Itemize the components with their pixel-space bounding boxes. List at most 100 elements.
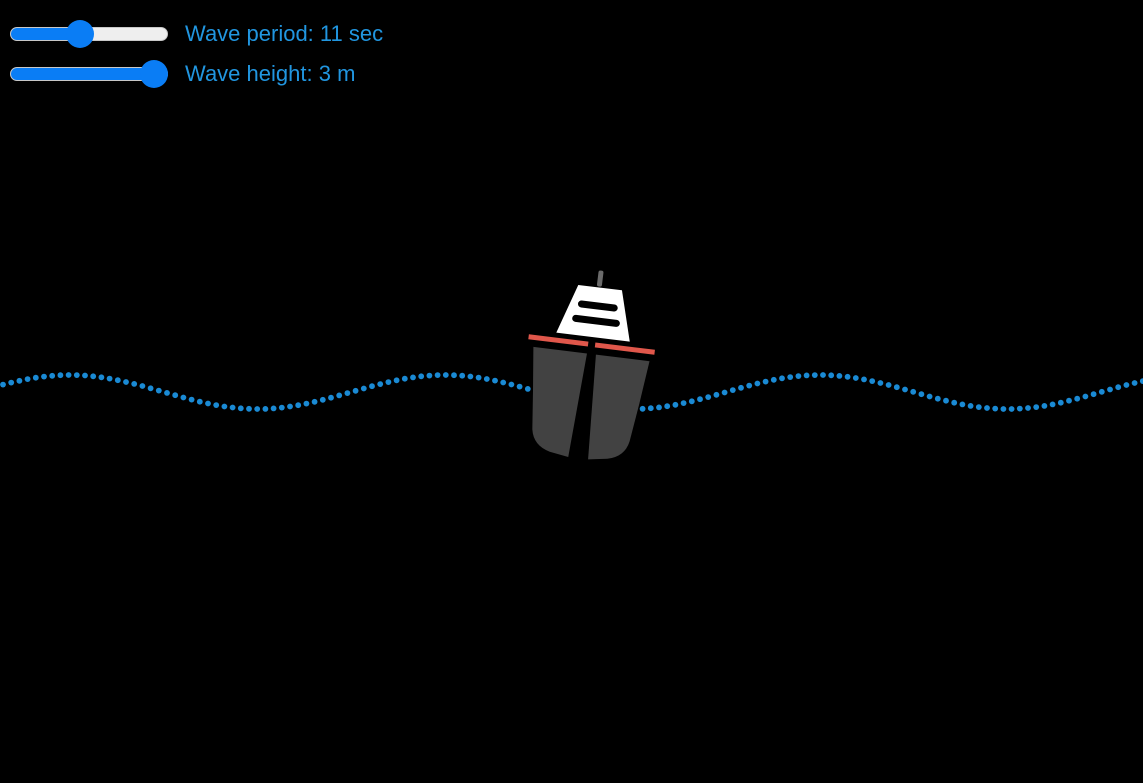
- wave-dot: [393, 377, 400, 384]
- wave-dot: [24, 376, 31, 382]
- wave-dot: [1016, 405, 1023, 412]
- wave-dot: [221, 403, 228, 410]
- wave-dot: [270, 405, 277, 412]
- wave-dot: [1139, 378, 1143, 384]
- wave-dot: [336, 392, 343, 399]
- wave-dot: [984, 405, 990, 411]
- wave-dot: [893, 384, 900, 391]
- slider-thumb[interactable]: [140, 60, 168, 88]
- wave-dot: [1115, 384, 1122, 391]
- wave-dot: [196, 398, 203, 405]
- wave-dot: [434, 372, 441, 378]
- wave-dot: [188, 396, 195, 403]
- wave-dot: [738, 384, 744, 391]
- wave-dot: [705, 394, 712, 400]
- wave-dot: [943, 397, 949, 404]
- wave-dot: [451, 372, 457, 379]
- slider-fill: [11, 28, 81, 40]
- wave-dot: [959, 401, 966, 408]
- wave-period-slider[interactable]: [10, 20, 168, 48]
- slider-thumb[interactable]: [65, 20, 94, 48]
- wave-dot: [820, 372, 826, 378]
- slider-fill: [11, 68, 155, 80]
- wave-dot: [352, 387, 359, 394]
- wave-dot: [1082, 393, 1089, 400]
- wave-dot: [1131, 380, 1138, 386]
- wave-dot: [918, 391, 925, 398]
- wave-dot: [180, 394, 187, 401]
- wave-dot: [295, 402, 302, 409]
- wave-height-slider[interactable]: [10, 60, 168, 88]
- wave-dot: [770, 376, 777, 383]
- wave-dot: [57, 372, 64, 379]
- wave-dot: [877, 380, 884, 386]
- wave-dot: [0, 381, 6, 388]
- wave-dot: [721, 389, 728, 396]
- wave-dot: [869, 378, 876, 384]
- wave-dot: [237, 405, 244, 412]
- wave-dot: [98, 374, 105, 381]
- wave-dot: [213, 402, 220, 408]
- wave-dot: [254, 406, 261, 412]
- hull-right: [588, 354, 650, 460]
- wave-dot: [762, 378, 769, 385]
- wave-dot: [787, 374, 794, 380]
- wave-dot: [1049, 401, 1056, 408]
- wave-dot: [360, 385, 367, 392]
- wave-dot: [65, 372, 72, 378]
- wave-dot: [1066, 397, 1072, 404]
- cabin-window-top: [577, 300, 618, 312]
- wave-dot: [385, 379, 392, 385]
- wave-dot: [934, 395, 941, 402]
- wave-dot: [418, 373, 425, 380]
- wave-period-label: Wave period: 11 sec: [185, 21, 384, 46]
- wave-dot: [885, 382, 892, 388]
- wave-dot: [1074, 395, 1081, 402]
- wave-dot: [967, 403, 974, 409]
- wave-dot: [319, 396, 326, 403]
- slider-track: [10, 67, 168, 81]
- wave-dot: [656, 404, 662, 411]
- wave-dot: [811, 372, 818, 378]
- wave-height-control: Wave height: 3 m: [10, 60, 355, 88]
- wave-dot: [828, 372, 835, 379]
- wave-dot: [516, 383, 523, 390]
- wave-dot: [246, 405, 252, 412]
- wave-dot: [131, 381, 138, 387]
- hull-left: [532, 346, 587, 457]
- wave-dot: [303, 400, 310, 407]
- wave-dot: [106, 375, 113, 382]
- wave-dot: [401, 375, 408, 382]
- wave-period-value: 11: [319, 21, 343, 46]
- wave-dot: [672, 401, 679, 408]
- cabin-window-bottom: [572, 314, 620, 327]
- wave-dot: [680, 400, 687, 406]
- wave-height-label: Wave height: 3 m: [185, 61, 356, 86]
- wave-dot: [1123, 382, 1130, 388]
- ship-mast: [596, 270, 604, 287]
- wave-dot: [664, 403, 671, 410]
- wave-dot: [647, 405, 654, 412]
- wave-height-value: 3: [318, 61, 331, 86]
- wave-dot: [729, 387, 736, 393]
- wave-dot: [508, 381, 515, 388]
- wave-dot: [344, 390, 351, 396]
- wave-dot: [426, 372, 433, 379]
- wave-dot: [902, 386, 908, 393]
- wave-dot: [688, 398, 695, 405]
- wave-dot: [114, 377, 121, 384]
- wave-dot: [524, 386, 531, 392]
- wave-dot: [262, 406, 269, 412]
- wave-dot: [910, 388, 917, 395]
- wave-surface: [0, 372, 1143, 412]
- wave-dot: [1041, 403, 1048, 409]
- wave-dot: [697, 396, 703, 403]
- wave-period-control: Wave period: 11 sec: [10, 20, 383, 48]
- ship-icon: [528, 270, 655, 460]
- wave-dot: [500, 379, 507, 386]
- wave-dot: [410, 374, 416, 381]
- wave-dot: [1090, 391, 1097, 398]
- wave-dot: [1033, 404, 1040, 410]
- wave-dot: [861, 376, 867, 383]
- wave-dot: [1098, 388, 1105, 395]
